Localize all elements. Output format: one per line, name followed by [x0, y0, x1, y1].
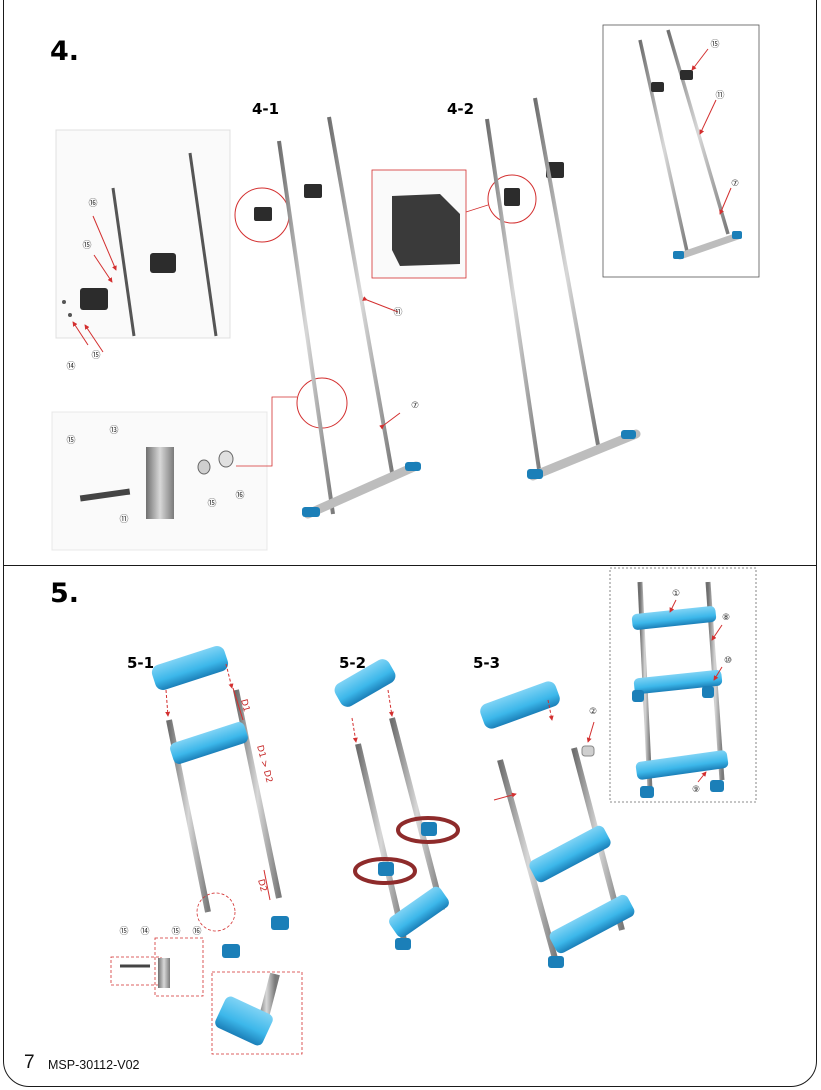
callout-10: ⑩: [724, 656, 732, 666]
bracket-shape: [150, 253, 176, 273]
detail-a-bracket-assembly: [55, 129, 231, 353]
step-4-1-frame: [234, 116, 421, 519]
callout-16: ⑯: [192, 926, 201, 937]
callout-16: ⑯: [88, 198, 97, 209]
callout-2: ②: [589, 707, 597, 717]
step-4-1-label: 4-1: [252, 100, 280, 118]
dim-d1: D1: [238, 698, 251, 713]
callout-1: ①: [672, 589, 680, 599]
dim-d2: D2: [255, 878, 268, 893]
callout-15: ⑮: [66, 435, 75, 446]
step-5-3-label: 5-3: [473, 654, 501, 672]
document-code: MSP-30112-V02: [48, 1058, 140, 1072]
callout-11: ⑪: [715, 90, 724, 101]
callout-11: ⑪: [119, 514, 128, 525]
callout-15: ⑮: [207, 498, 216, 509]
callout-7: ⑦: [411, 401, 419, 411]
callout-14: ⑭: [140, 926, 149, 937]
step-4-inset: [602, 24, 760, 278]
step-5-inset-ladder: [609, 567, 757, 803]
callout-15: ⑮: [119, 926, 128, 937]
step-5-1-label: 5-1: [127, 654, 155, 672]
callout-8: ⑧: [722, 613, 730, 623]
step-5-3-assembly: [480, 681, 635, 968]
page-number: 7: [24, 1052, 35, 1073]
step-5-2-assembly: [334, 659, 460, 950]
callout-15: ⑮: [91, 350, 100, 361]
callout-11: ⑪: [393, 307, 402, 318]
step-4-2-frame: [371, 97, 641, 481]
callout-15: ⑮: [82, 240, 91, 251]
step-4-title: 4.: [50, 36, 80, 67]
callout-13: ⑬: [109, 425, 118, 436]
bracket-shape: [80, 288, 108, 310]
callout-9: ⑨: [692, 785, 700, 795]
callout-16: ⑯: [235, 490, 244, 501]
step-5-title: 5.: [50, 578, 80, 609]
step-5-panel: [3, 565, 817, 1087]
callout-14: ⑭: [66, 361, 75, 372]
callout-15: ⑮: [171, 926, 180, 937]
detail-b-bolt-assembly: [51, 377, 348, 551]
callout-15: ⑮: [710, 39, 719, 50]
callout-7: ⑦: [731, 179, 739, 189]
step-4-2-label: 4-2: [447, 100, 475, 118]
step-5-1-assembly: [110, 645, 303, 1055]
step-5-2-label: 5-2: [339, 654, 367, 672]
